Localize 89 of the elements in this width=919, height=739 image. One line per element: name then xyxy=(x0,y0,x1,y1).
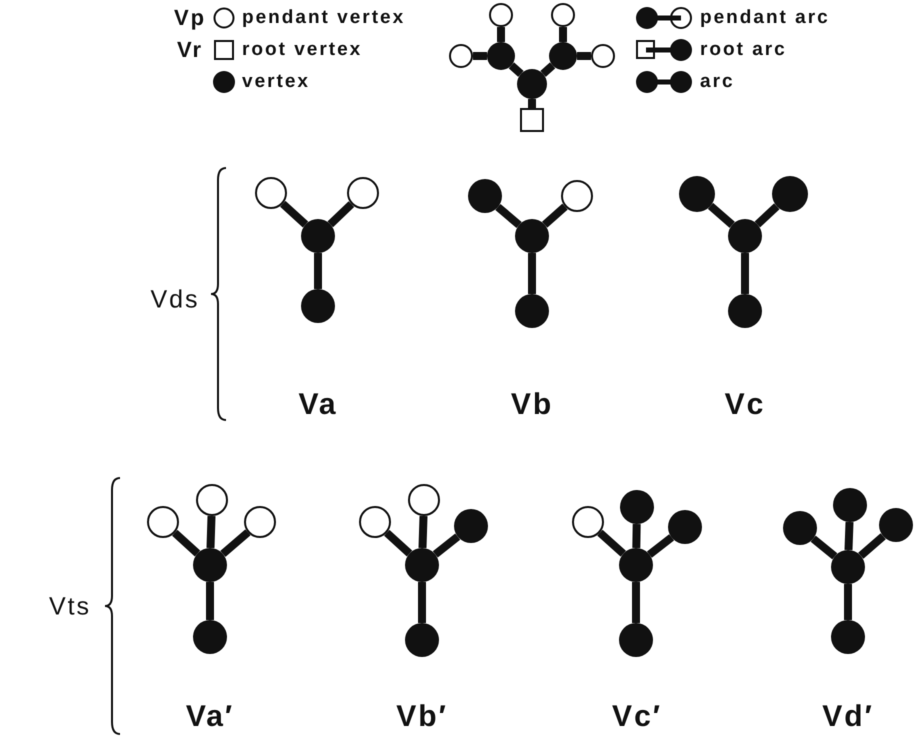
arc-line xyxy=(280,200,308,228)
arc-line xyxy=(810,536,838,560)
open-vertex xyxy=(346,176,380,210)
arc-line xyxy=(418,516,428,548)
arc-line xyxy=(858,533,886,559)
filled-vertex xyxy=(192,547,228,583)
open-vertex xyxy=(571,505,605,539)
filled-vertex xyxy=(619,489,655,525)
filled-vertex xyxy=(830,549,866,585)
filled-vertex xyxy=(404,547,440,583)
arc-line xyxy=(844,522,854,550)
symbol-label: Vp xyxy=(174,5,206,31)
open-vertex xyxy=(195,483,229,517)
open-vertex xyxy=(590,43,616,69)
arc-line xyxy=(172,530,200,556)
legend-label: root arc xyxy=(700,39,787,61)
filled-vertex xyxy=(782,510,818,546)
filled-vertex xyxy=(192,619,228,655)
filled-vertex xyxy=(832,487,868,523)
legend-label: vertex xyxy=(242,71,310,93)
open-vertex xyxy=(488,2,514,28)
filled-vertex xyxy=(516,68,548,100)
filled-vertex xyxy=(514,218,550,254)
arc-line xyxy=(632,524,641,548)
open-vertex xyxy=(407,483,441,517)
arc-line xyxy=(508,62,524,77)
filled-vertex xyxy=(878,507,914,543)
filled-vertex xyxy=(830,619,866,655)
group-label: Vc xyxy=(724,388,766,422)
filled-vertex xyxy=(467,178,503,214)
arc-line xyxy=(754,203,780,228)
arc-line xyxy=(497,27,505,42)
legend-label: root vertex xyxy=(242,39,362,61)
filled-vertex xyxy=(727,293,763,329)
open-vertex xyxy=(254,176,288,210)
filled-vertex xyxy=(548,41,578,71)
arc-line xyxy=(559,27,567,42)
arc-line xyxy=(528,253,536,294)
filled-vertex xyxy=(300,288,336,324)
arc-line xyxy=(432,533,460,558)
arc-line xyxy=(632,582,640,623)
filled-vertex xyxy=(486,41,516,71)
open-vertex xyxy=(448,43,474,69)
arc-line xyxy=(844,584,852,620)
filled-vertex xyxy=(404,622,440,658)
group-label: Vc′ xyxy=(612,700,662,734)
group-label: Vb′ xyxy=(396,700,448,734)
legend-label: arc xyxy=(700,71,735,93)
arc-line xyxy=(540,62,556,77)
arc-line xyxy=(384,530,412,556)
filled-vertex xyxy=(618,547,654,583)
symbol-label: Vr xyxy=(176,37,204,63)
square-vertex xyxy=(520,108,544,132)
open-vertex xyxy=(146,505,180,539)
legend-label: pendant vertex xyxy=(242,7,406,29)
open-vertex xyxy=(550,2,576,28)
filled-vertex xyxy=(667,509,703,545)
arc-line xyxy=(597,530,626,557)
filled-vertex xyxy=(514,293,550,329)
arc-line xyxy=(542,204,568,228)
arc-line xyxy=(495,204,522,228)
arc-line xyxy=(418,582,426,623)
arc-line xyxy=(577,52,591,60)
arc-line xyxy=(741,253,749,294)
filled-vertex xyxy=(678,175,716,213)
arc-line xyxy=(314,253,322,289)
group-label: Va′ xyxy=(186,700,234,734)
legend-label: pendant arc xyxy=(700,7,830,29)
arc-line xyxy=(206,582,214,620)
filled-vertex xyxy=(727,218,763,254)
arc-line xyxy=(528,99,536,109)
filled-vertex xyxy=(300,218,336,254)
open-vertex xyxy=(560,179,594,213)
filled-vertex xyxy=(618,622,654,658)
group-label: Vb xyxy=(510,388,554,422)
group-label: Vds xyxy=(150,286,200,314)
open-vertex xyxy=(358,505,392,539)
group-label: Vd′ xyxy=(822,700,874,734)
group-label: Vts xyxy=(48,592,92,622)
arc-line xyxy=(473,52,487,60)
arc-line xyxy=(708,202,735,228)
arc-line xyxy=(220,529,250,557)
arc-line xyxy=(328,201,354,228)
filled-vertex xyxy=(771,175,809,213)
open-vertex xyxy=(243,505,277,539)
arc-line xyxy=(206,516,216,548)
group-label: Va xyxy=(298,388,338,422)
filled-vertex xyxy=(453,508,489,544)
arc-line xyxy=(646,534,674,558)
